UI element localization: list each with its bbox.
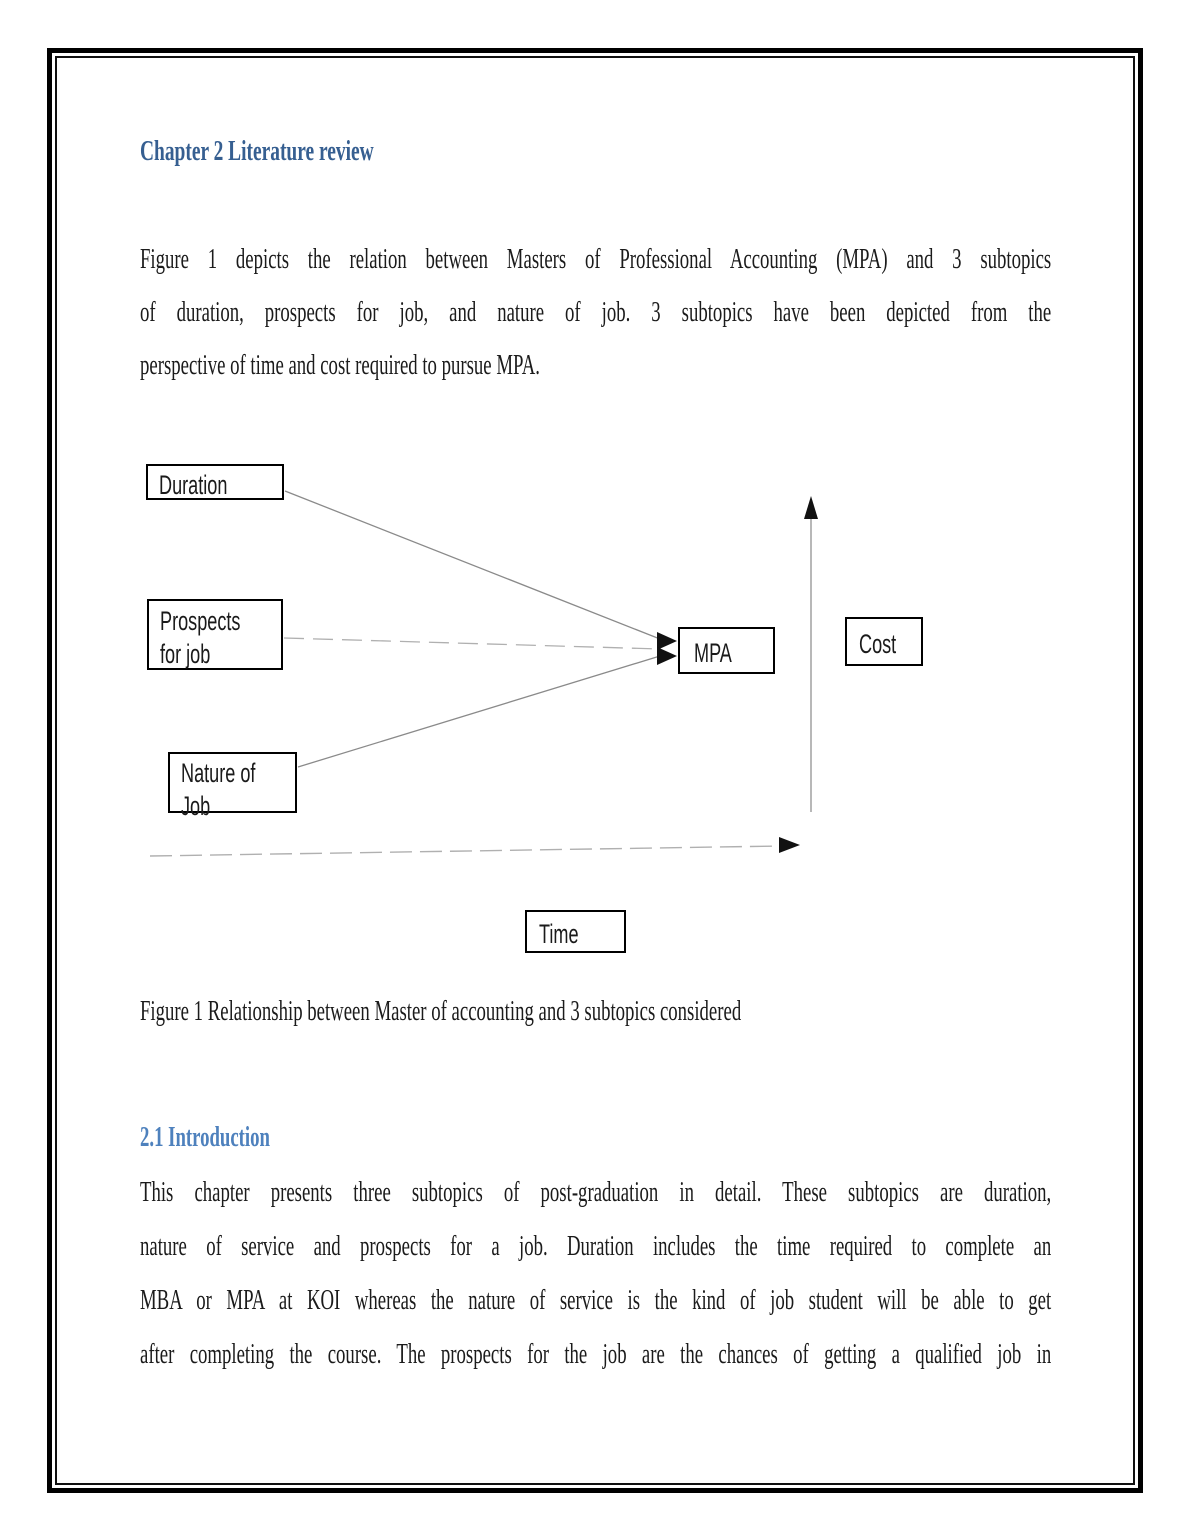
node-duration-label: Duration (159, 470, 228, 500)
node-duration: Duration (146, 464, 284, 500)
node-cost-label: Cost (859, 629, 897, 659)
text-line: MBA or MPA at KOI whereas the nature of … (140, 1285, 1052, 1316)
text-line: Figure 1 depicts the relation between Ma… (140, 244, 1052, 275)
node-nature-label: Nature of Job (181, 758, 256, 821)
section-heading: 2.1 Introduction (140, 1122, 270, 1153)
section-paragraph: This chapter presents three subtopics of… (140, 1166, 1190, 1382)
text-line: after completing the course. The prospec… (140, 1339, 1052, 1370)
node-mpa-label: MPA (694, 638, 732, 668)
text-line: of duration, prospects for job, and natu… (140, 297, 1052, 328)
node-time-label: Time (539, 919, 579, 949)
node-prospects-for-job: Prospects for job (147, 599, 283, 670)
page-border-outer (47, 48, 1143, 1493)
intro-paragraph: Figure 1 depicts the relation between Ma… (140, 233, 1190, 392)
node-prospects-label: Prospects for job (160, 606, 241, 669)
node-nature-of-job: Nature of Job (168, 752, 297, 821)
chapter-heading: Chapter 2 Literature review (140, 135, 374, 167)
node-cost: Cost (845, 617, 923, 666)
node-mpa: MPA (678, 627, 775, 674)
figure-caption: Figure 1 Relationship between Master of … (140, 996, 742, 1027)
text-line: This chapter presents three subtopics of… (140, 1177, 1052, 1208)
text-line: nature of service and prospects for a jo… (140, 1231, 1052, 1262)
page-border-inner (55, 56, 1135, 1485)
node-time: Time (525, 910, 626, 953)
text-line: perspective of time and cost required to… (140, 350, 540, 381)
